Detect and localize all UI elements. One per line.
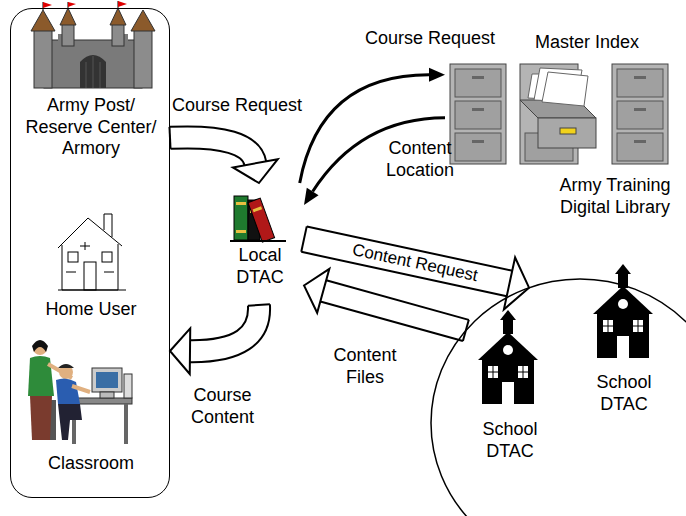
school-icon — [593, 264, 653, 358]
block-arrow — [169, 127, 277, 183]
edge-label: Course Request — [365, 28, 495, 50]
books-icon — [230, 196, 286, 242]
school-node: School DTAC — [468, 323, 554, 468]
arrow-tail — [248, 304, 270, 305]
school-icon — [478, 310, 538, 404]
node-label: School DTAC — [582, 372, 666, 415]
arrowhead — [504, 257, 529, 309]
edge-label: Course Request — [172, 95, 302, 117]
school-group-circle: School DTAC School DTAC — [430, 278, 686, 516]
arrow-fill — [323, 291, 466, 331]
school-node: School DTAC — [582, 278, 668, 418]
arrowhead — [304, 269, 329, 313]
node-label: Army Training Digital Library — [550, 175, 680, 218]
arrowhead — [304, 188, 319, 205]
house-sketch — [58, 214, 126, 290]
arrow-fill — [170, 137, 255, 163]
circle-outline-shape — [431, 279, 686, 516]
arrow-outline — [323, 291, 466, 331]
filing-cabinets — [450, 64, 668, 164]
arrow-tail — [301, 226, 306, 251]
node-label: Master Index — [535, 32, 639, 54]
node-label: Army Post/ Reserve Center/ Armory — [16, 95, 166, 160]
arrow-fill — [190, 305, 259, 351]
dtac-node: Local DTAC — [218, 183, 304, 305]
edge-label: Content Files — [325, 345, 405, 388]
arrow-outline — [170, 137, 255, 163]
node-label: Local DTAC — [218, 245, 302, 288]
block-arrow — [304, 269, 469, 341]
classroom-figure — [28, 340, 132, 444]
node-label: Home User — [16, 299, 166, 321]
castle-icon — [31, 1, 155, 88]
block-arrow — [170, 304, 270, 374]
arrowhead — [233, 159, 278, 183]
arrowhead — [429, 68, 445, 82]
arrowhead — [170, 328, 190, 374]
library-node: Master IndexArmy Training Digital Librar… — [445, 30, 685, 225]
edge-label: Course Content — [180, 385, 265, 428]
node-label: School DTAC — [468, 419, 552, 462]
node-label: Classroom — [16, 453, 166, 475]
edge-label: Content Location — [375, 138, 465, 181]
arrow-outline — [190, 305, 259, 351]
site-panel: Army Post/ Reserve Center/ ArmoryHome Us… — [10, 8, 170, 498]
